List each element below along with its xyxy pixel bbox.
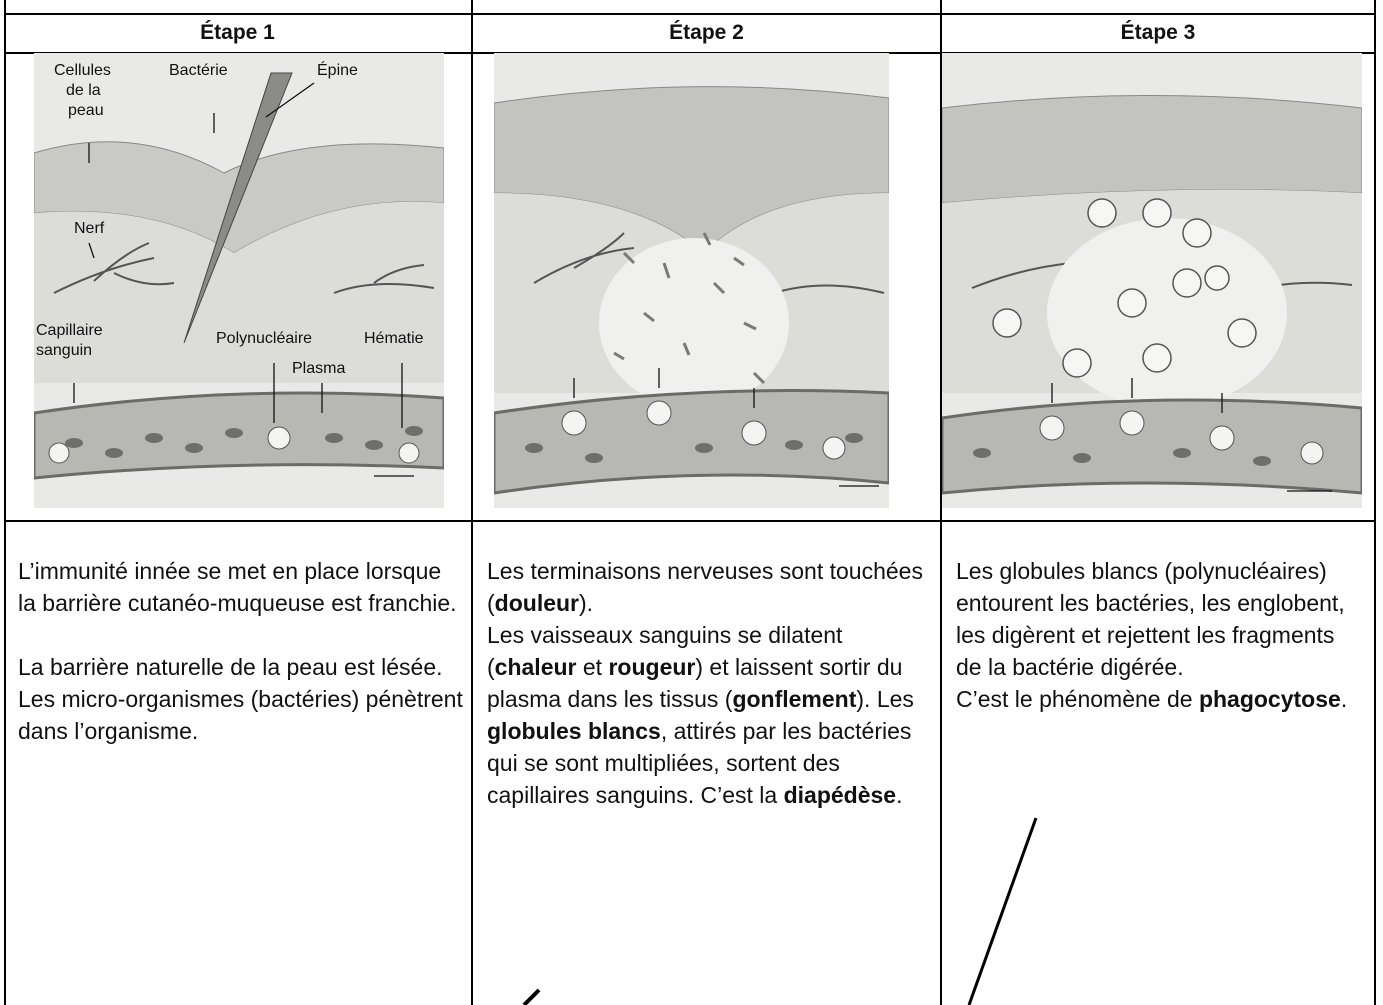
pointer-line-diapedese: [524, 990, 539, 1005]
pointer-lines: [4, 0, 1376, 1005]
stages-table: Étape 1 Étape 2 Étape 3: [4, 0, 1376, 1005]
pointer-line-phagocytose: [969, 818, 1036, 1005]
